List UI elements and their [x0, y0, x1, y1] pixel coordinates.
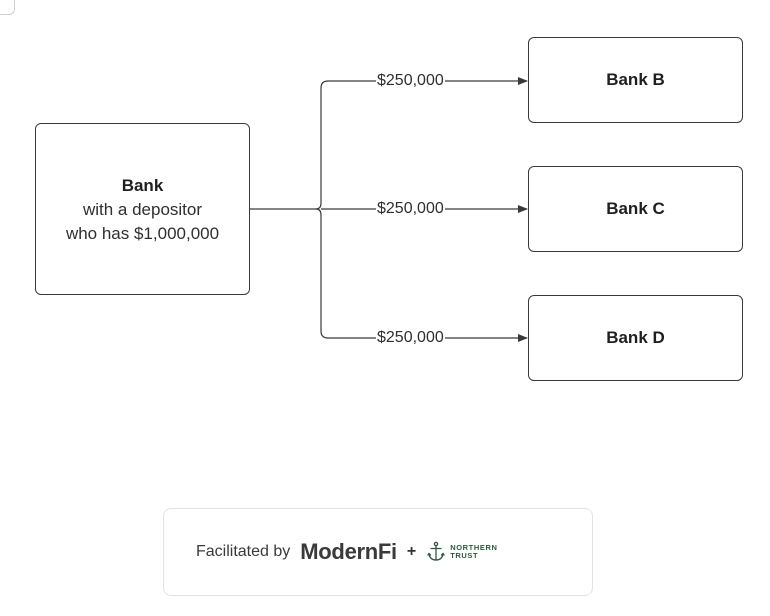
target-bank-b-box: Bank B [528, 37, 743, 123]
target-bank-d-box: Bank D [528, 295, 743, 381]
source-bank-box: Bank with a depositor who has $1,000,000 [35, 123, 250, 295]
amount-label-bank-c: $250,000 [376, 199, 445, 219]
amount-label-bank-b: $250,000 [376, 71, 445, 91]
partner-name-line-2: TRUST [450, 551, 479, 560]
source-bank-line-2: who has $1,000,000 [65, 223, 220, 243]
facilitated-by-text: Facilitated by [196, 543, 291, 560]
target-bank-c-box: Bank C [528, 166, 743, 252]
source-bank-line-1: with a depositor [82, 199, 203, 219]
brace-line-lower [315, 208, 329, 339]
amount-label-bank-d: $250,000 [376, 328, 445, 348]
source-bank-title: Bank [121, 175, 164, 195]
target-bank-c-label: Bank C [606, 199, 665, 218]
target-bank-b-label: Bank B [606, 70, 665, 89]
partner-name-line-1: NORTHERN [450, 543, 498, 552]
plus-sign: + [406, 543, 417, 560]
brace-line [315, 80, 329, 210]
canvas-corner-decoration [0, 0, 15, 15]
target-bank-d-label: Bank D [606, 328, 665, 347]
northern-trust-logo: NORTHERN TRUST [426, 541, 497, 563]
anchor-icon [427, 541, 445, 561]
facilitated-by-footer: Facilitated by ModernFi + NORTHERN TRUST [163, 508, 593, 596]
modernfi-logo: ModernFi [300, 539, 397, 564]
